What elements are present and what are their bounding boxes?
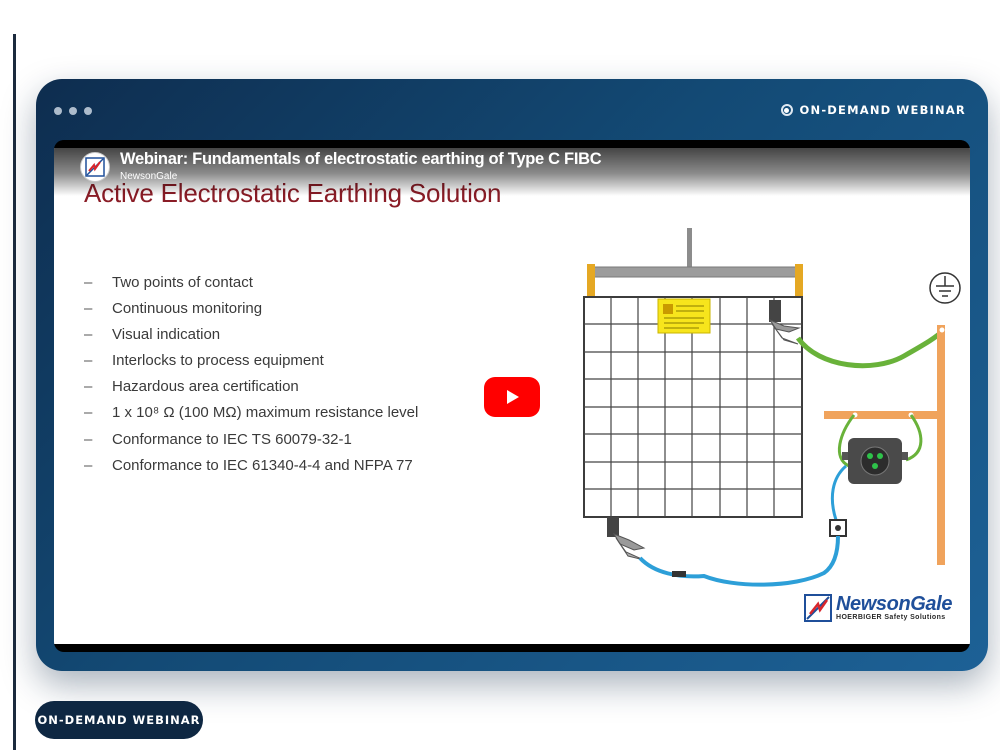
channel-logo-icon xyxy=(85,157,105,177)
brand-tagline: HOERBIGER Safety Solutions xyxy=(836,614,946,621)
window-dot xyxy=(84,107,92,115)
window-dot xyxy=(54,107,62,115)
video-title-bar: Webinar: Fundamentals of electrostatic e… xyxy=(54,140,970,196)
bottom-clamp xyxy=(607,517,646,561)
brand-name: NewsonGale xyxy=(836,593,953,615)
blue-earthing-cable xyxy=(638,535,840,587)
youtube-play-button[interactable] xyxy=(484,377,540,417)
window-dots xyxy=(54,107,92,115)
play-icon xyxy=(507,390,519,404)
bullet-item: Visual indication xyxy=(84,326,418,352)
top-clamp xyxy=(768,300,801,345)
channel-name[interactable]: NewsonGale xyxy=(120,171,178,182)
bullet-item: Continuous monitoring xyxy=(84,300,418,326)
video-title[interactable]: Webinar: Fundamentals of electrostatic e… xyxy=(120,150,602,168)
bullet-item: Two points of contact xyxy=(84,274,418,300)
webinar-card: ON-DEMAND WEBINAR Active Electrostatic E… xyxy=(36,79,988,671)
newsongale-logo-icon xyxy=(804,594,832,622)
on-demand-badge-top: ON-DEMAND WEBINAR xyxy=(780,103,966,117)
lifting-frame xyxy=(587,228,803,298)
record-dot-icon xyxy=(780,104,793,116)
bullet-item: Conformance to IEC 61340-4-4 and NFPA 77 xyxy=(84,457,418,483)
bullet-item: Conformance to IEC TS 60079-32-1 xyxy=(84,431,418,457)
slide-bullet-list: Two points of contact Continuous monitor… xyxy=(84,274,418,483)
green-earthing-cable xyxy=(795,330,944,369)
channel-avatar[interactable] xyxy=(80,152,110,182)
bullet-item: Interlocks to process equipment xyxy=(84,352,418,378)
bullet-item: Hazardous area certification xyxy=(84,378,418,404)
fibc-bag xyxy=(583,296,803,518)
bullet-item: 1 x 10⁸ Ω (100 MΩ) maximum resistance le… xyxy=(84,404,418,430)
earthing-monitor-unit xyxy=(842,438,908,484)
window-dot xyxy=(69,107,77,115)
connection-box xyxy=(829,519,847,537)
fibc-earthing-diagram xyxy=(583,228,961,622)
newsongale-brand: NewsonGale HOERBIGER Safety Solutions xyxy=(836,594,952,621)
earth-symbol-icon xyxy=(929,272,961,304)
on-demand-badge-bottom: ON-DEMAND WEBINAR xyxy=(35,701,203,739)
left-vertical-rule xyxy=(13,34,16,750)
video-player[interactable]: Active Electrostatic Earthing Solution T… xyxy=(54,140,970,652)
on-demand-badge-label: ON-DEMAND WEBINAR xyxy=(799,103,966,117)
